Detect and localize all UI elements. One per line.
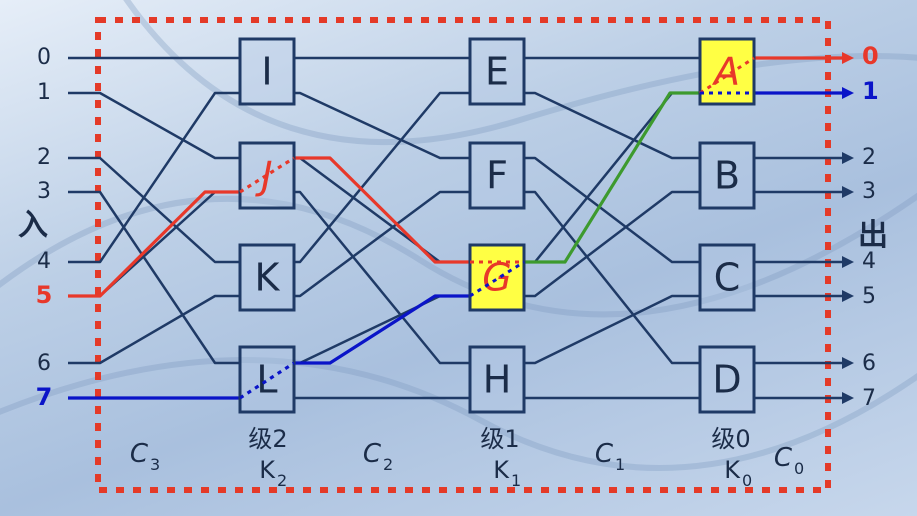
arrowhead-out-2 xyxy=(842,152,854,164)
connection-label-c2: C xyxy=(363,439,382,469)
input-label-4: 4 xyxy=(37,249,51,274)
arrowhead-out-4 xyxy=(842,256,854,268)
connection-label-c3: C xyxy=(130,439,149,469)
switch-label-e: E xyxy=(485,50,509,94)
switch-label-f: F xyxy=(486,154,508,198)
input-label-2: 2 xyxy=(37,145,51,170)
route-red-a-dash xyxy=(699,56,755,95)
connection-label-c1: C xyxy=(595,439,614,469)
wire-c1-2 xyxy=(524,156,700,264)
wire-c3-4 xyxy=(68,91,240,264)
wire-c1-1 xyxy=(524,91,700,160)
route-blue-g-dash xyxy=(469,260,525,298)
route-overlay xyxy=(239,56,755,400)
output-label-1: 1 xyxy=(862,77,879,105)
switch-label-h: H xyxy=(483,358,512,402)
stage-1-k: K xyxy=(493,456,510,484)
connection-label-c0: C xyxy=(774,443,793,473)
stage-2-k: K xyxy=(259,456,276,484)
stage-2-title: 级2 xyxy=(248,425,287,453)
network-frame xyxy=(95,17,831,493)
arrowhead-out-7 xyxy=(842,392,854,404)
output-label-3: 3 xyxy=(862,179,876,204)
route-blue-l-dash xyxy=(239,361,295,400)
arrowhead-out-1 xyxy=(842,87,854,99)
switch-k xyxy=(238,243,296,312)
wire-c1-3 xyxy=(524,190,700,365)
switch-j xyxy=(238,141,296,210)
connection-label-c3-sub: 3 xyxy=(150,455,160,474)
connection-label-c0-sub: 0 xyxy=(794,459,804,478)
arrowhead-out-3 xyxy=(842,186,854,198)
route-red-c3 xyxy=(68,190,240,298)
input-label-0: 0 xyxy=(37,45,51,70)
stage-labels: 级2 K 2 级1 K 1 级0 K 0 xyxy=(248,425,752,490)
wire-c3-2 xyxy=(68,156,240,264)
output-labels: 0 1 2 3 4 5 6 7 出 xyxy=(858,42,888,411)
arrowhead-out-6 xyxy=(842,357,854,369)
wire-c2-5 xyxy=(294,190,470,298)
output-label-7: 7 xyxy=(862,386,876,411)
input-label-7: 7 xyxy=(36,383,53,411)
wire-c3-1 xyxy=(68,91,240,160)
stage-0-k: K xyxy=(724,456,741,484)
switch-e xyxy=(468,37,526,106)
stage-0-k-sub: 0 xyxy=(742,471,752,490)
output-label-2: 2 xyxy=(862,145,876,170)
route-blue-c2 xyxy=(294,294,470,365)
input-label-5: 5 xyxy=(36,281,53,309)
switch-label-d: D xyxy=(712,358,741,402)
output-label-0: 0 xyxy=(862,42,879,70)
stage-2-k-sub: 2 xyxy=(277,471,287,490)
switch-label-c: C xyxy=(714,256,741,300)
switch-label-b: B xyxy=(714,154,740,198)
wire-c2-4 xyxy=(294,91,470,264)
wire-c2-1 xyxy=(294,91,470,160)
switch-h xyxy=(468,345,526,414)
connection-label-c2-sub: 2 xyxy=(383,455,393,474)
switch-d xyxy=(698,345,756,414)
switch-c xyxy=(698,243,756,312)
arrowhead-out-0 xyxy=(842,52,854,64)
input-label-3: 3 xyxy=(37,179,51,204)
route-red-j-dash xyxy=(239,156,295,194)
switch-label-i: I xyxy=(261,50,272,94)
route-green-c1 xyxy=(524,91,700,264)
arrowhead-out-5 xyxy=(842,290,854,302)
switch-label-a: A xyxy=(711,50,740,94)
switch-g xyxy=(468,243,526,312)
stage-1-title: 级1 xyxy=(480,425,519,453)
connection-label-c1-sub: 1 xyxy=(615,455,625,474)
wire-c3-3 xyxy=(68,190,240,365)
stage-1-k-sub: 1 xyxy=(511,471,521,490)
switch-f xyxy=(468,141,526,210)
switch-label-l: L xyxy=(256,358,277,402)
stage-0-title: 级0 xyxy=(711,425,750,453)
route-red-c2 xyxy=(294,156,470,264)
output-side-label: 出 xyxy=(858,218,888,253)
input-label-6: 6 xyxy=(37,351,51,376)
output-label-5: 5 xyxy=(862,284,876,309)
input-side-label: 入 xyxy=(18,208,48,243)
input-label-1: 1 xyxy=(37,80,51,105)
switch-b xyxy=(698,141,756,210)
switch-i xyxy=(238,37,296,106)
wire-c1-6 xyxy=(524,294,700,365)
connection-labels: C 3 C 2 C 1 C 0 xyxy=(130,439,804,478)
output-label-6: 6 xyxy=(862,351,876,376)
wire-c1-5 xyxy=(524,190,700,298)
switch-label-k: K xyxy=(255,256,281,300)
output-label-4: 4 xyxy=(862,249,876,274)
switch-l xyxy=(238,345,296,414)
route-layer xyxy=(68,56,755,400)
input-labels: 0 1 2 3 4 5 6 7 入 xyxy=(18,45,52,411)
wire-c2-3 xyxy=(294,190,470,365)
wire-c3-6 xyxy=(68,294,240,365)
